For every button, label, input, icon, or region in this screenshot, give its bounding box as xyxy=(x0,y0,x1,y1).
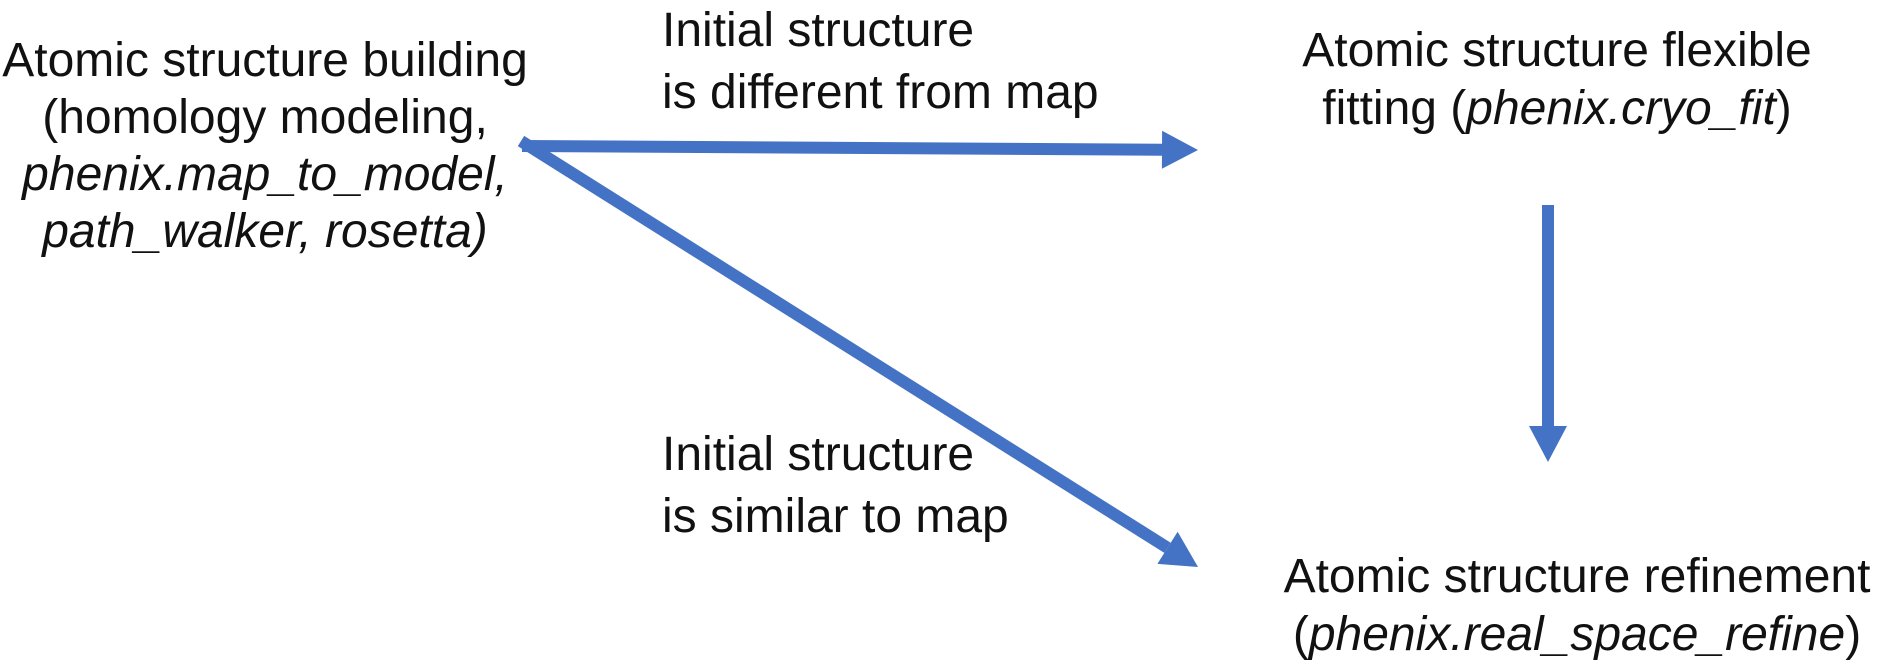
node-structure-building-line-1: Atomic structure building xyxy=(2,34,528,87)
edge-label-different-line-2: is different from map xyxy=(662,66,1099,119)
node-structure-building-line-4: path_walker, rosetta) xyxy=(42,205,488,258)
arrow-building-to-fitting xyxy=(521,130,1198,169)
edge-label-different-line-1: Initial structure xyxy=(662,4,975,57)
node-structure-refinement: Atomic structure refinement (phenix.real… xyxy=(1276,548,1878,662)
arrow-fitting-to-refinement-head xyxy=(1529,426,1567,462)
node-structure-building: Atomic structure building (homology mode… xyxy=(0,32,530,260)
node-flexible-fitting-line-2: fitting (phenix.cryo_fit) xyxy=(1294,80,1820,138)
edge-label-similar-line-2: is similar to map xyxy=(662,490,1009,543)
edge-label-similar-line-1: Initial structure xyxy=(662,428,975,481)
node-structure-refinement-line-1: Atomic structure refinement xyxy=(1283,550,1871,603)
node-flexible-fitting-line-2-prefix: fitting ( xyxy=(1322,82,1467,135)
node-flexible-fitting-command: phenix.cryo_fit xyxy=(1466,82,1776,135)
node-structure-building-line-3: phenix.map_to_model, xyxy=(22,148,508,201)
edge-label-similar-to-map: Initial structure is similar to map xyxy=(662,424,1009,548)
node-structure-refinement-line-2-suffix: ) xyxy=(1845,608,1862,661)
arrow-building-to-fitting-head xyxy=(1161,130,1198,169)
arrow-building-to-refinement-head xyxy=(1157,531,1198,567)
edge-label-different-from-map: Initial structure is different from map xyxy=(662,0,1099,124)
node-flexible-fitting-line-1: Atomic structure flexible xyxy=(1302,24,1812,77)
node-flexible-fitting-line-2-suffix: ) xyxy=(1775,82,1792,135)
node-structure-building-line-2: (homology modeling, xyxy=(42,91,488,144)
arrow-fitting-to-refinement xyxy=(1529,205,1567,462)
node-structure-refinement-line-2: (phenix.real_space_refine) xyxy=(1276,606,1878,662)
node-structure-refinement-line-2-prefix: ( xyxy=(1292,608,1309,661)
node-structure-refinement-command: phenix.real_space_refine xyxy=(1308,608,1846,661)
node-flexible-fitting: Atomic structure flexible fitting (pheni… xyxy=(1294,22,1820,138)
